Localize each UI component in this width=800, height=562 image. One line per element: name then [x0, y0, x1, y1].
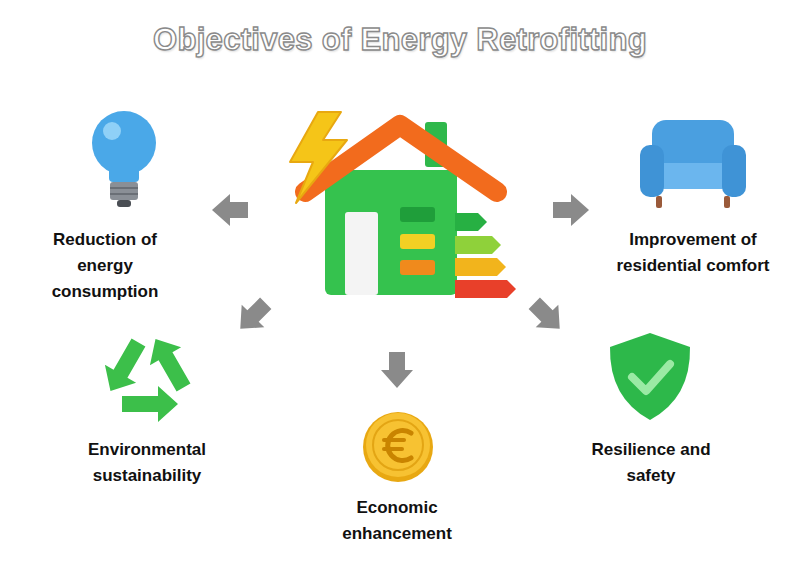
energy-bar: [400, 260, 435, 275]
chair-leg: [656, 196, 662, 208]
block-arrow: [229, 292, 277, 340]
energy-bar: [400, 207, 435, 222]
bulb-thread: [110, 187, 138, 189]
check-mark: [632, 364, 670, 391]
bulb-glass: [92, 111, 156, 175]
objective-label: Resilience and safety: [579, 437, 724, 489]
block-arrow: [381, 352, 413, 388]
energy-rating-bar: [455, 280, 516, 298]
block-arrow: [553, 194, 589, 226]
coin-face: [366, 413, 430, 477]
energy-rating-bar: [455, 258, 506, 276]
recycle-arrow: [122, 386, 178, 422]
energy-rating-bar: [455, 213, 487, 231]
arrows: [212, 194, 589, 388]
objective-label: Reduction of energy consumption: [38, 227, 173, 305]
energy-rating-bar: [455, 236, 501, 254]
euro-symbol: [384, 447, 402, 451]
armchair-icon: [640, 120, 746, 208]
bulb-tip: [117, 200, 131, 207]
house-body: [325, 170, 457, 295]
house-illustration: [290, 112, 516, 298]
bulb-base: [110, 182, 138, 200]
coin-icon: [363, 412, 433, 482]
bulb-neck: [109, 166, 139, 182]
block-arrow: [523, 292, 571, 340]
objective-label: Improvement of residential comfort: [612, 227, 774, 279]
objective-label: Environmental sustainability: [72, 437, 222, 489]
chair-leg: [724, 196, 730, 208]
euro-symbol: [384, 438, 404, 442]
objective-label: Economic enhancement: [332, 495, 462, 547]
diagram-title: Objectives of Energy Retrofitting: [0, 22, 800, 58]
chair-seat: [656, 163, 730, 189]
lightning-bolt: [290, 112, 347, 203]
coin-ring: [373, 420, 423, 470]
shield-icon: [610, 333, 690, 420]
euro-symbol: [388, 431, 411, 461]
bulb-icon: [92, 111, 156, 207]
shield-body: [610, 333, 690, 420]
block-arrow: [212, 194, 248, 226]
door: [345, 212, 378, 295]
chair-arm: [640, 145, 664, 197]
coin-edge: [363, 412, 433, 482]
recycle-icon: [95, 330, 199, 422]
energy-bar: [400, 234, 435, 249]
bulb-highlight: [103, 122, 121, 140]
bulb-thread: [110, 193, 138, 195]
roof: [305, 125, 497, 192]
recycle-arrow: [140, 330, 199, 396]
chair-arm: [722, 145, 746, 197]
recycle-arrow: [95, 333, 154, 399]
